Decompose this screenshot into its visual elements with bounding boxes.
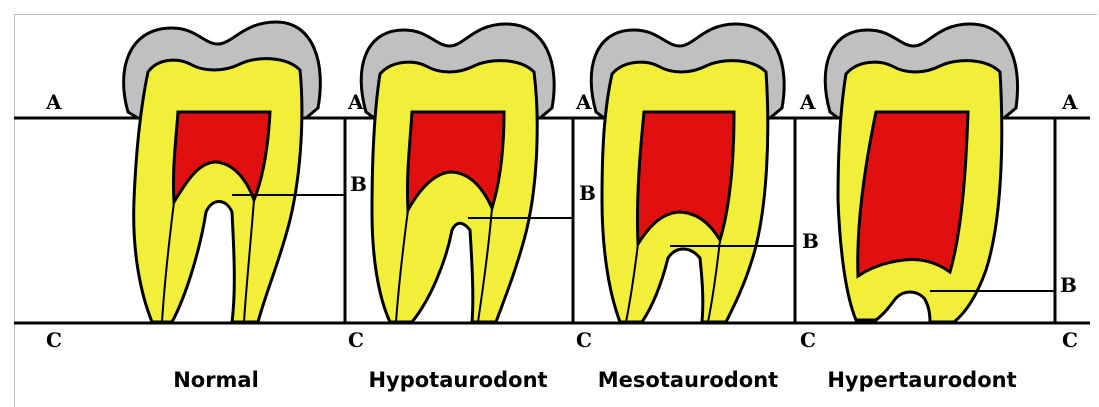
dentin [372,61,537,322]
label-b: B [579,181,596,205]
label-c: C [46,328,62,352]
label-c: C [576,328,592,352]
caption-normal: Normal [173,368,259,392]
label-a: A [45,90,62,114]
tooth-mesotaurodont [591,24,795,323]
label-c: C [1062,328,1078,352]
caption-hypertaurodont: Hypertaurodont [827,368,1016,392]
tooth-hypotaurodont [361,24,573,323]
label-c: C [800,328,816,352]
pulp-chamber [858,112,968,276]
tooth-hypertaurodont [825,24,1055,323]
caption-mesotaurodont: Mesotaurodont [598,368,778,392]
label-b: B [350,172,367,196]
dentin [134,59,302,322]
label-a: A [575,90,592,114]
tooth-normal [124,22,345,323]
label-b: B [1060,273,1077,297]
label-a: A [1061,90,1078,114]
label-b: B [802,229,819,253]
label-a: A [347,90,364,114]
label-c: C [348,328,364,352]
label-a: A [799,90,816,114]
caption-hypotaurodont: Hypotaurodont [368,368,547,392]
